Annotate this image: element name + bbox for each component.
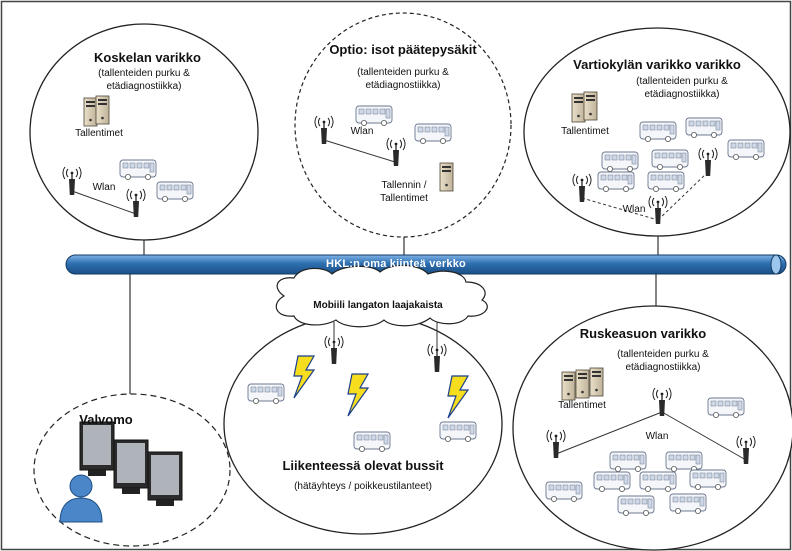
traffic-bus-3 — [439, 421, 477, 443]
vartiokyla-bus-6 — [597, 171, 635, 193]
ruskeasuo-bus-5 — [639, 471, 677, 493]
ruskeasuo-wlan-links — [555, 411, 747, 461]
koskela-wlan-label: Wlan — [92, 182, 116, 193]
vartiokyla-bus-2 — [685, 117, 723, 139]
optio-wlan-label: Wlan — [350, 126, 374, 137]
koskela-sub-1: (tallenteiden purku & — [98, 68, 190, 79]
ruskeasuo-bus-6 — [689, 469, 727, 491]
optio-bus-1 — [355, 105, 393, 127]
vartiokyla-wlan-label: Wlan — [622, 204, 646, 215]
buses-in-traffic-sub: (hätäyhteys / poikkeustilanteet) — [294, 481, 432, 492]
optio-wlan-links — [323, 139, 396, 163]
ruskeasuo-depot-ellipse — [512, 305, 792, 551]
operator-person-icon — [59, 474, 103, 523]
vartiokyla-sub-1: (tallenteiden purku & — [636, 76, 728, 87]
traffic-bus-1 — [247, 383, 285, 405]
vartiokyla-bus-4 — [601, 151, 639, 173]
optio-ellipse — [294, 12, 512, 238]
koskela-bus-1 — [119, 159, 157, 181]
ruskeasuo-bus-2 — [609, 451, 647, 473]
vartiokyla-bus-5 — [651, 149, 689, 171]
control-room-monitors — [79, 421, 183, 506]
ruskeasuo-bus-4 — [593, 471, 631, 493]
valvomo-title: Valvomo — [79, 412, 133, 427]
ruskeasuo-sub-2: etädiagnostiikka) — [625, 362, 701, 373]
koskela-bus-2 — [156, 181, 194, 203]
ruskeasuo-sub-1: (tallenteiden purku & — [617, 349, 709, 360]
ruskeasuo-recorders-label: Tallentimet — [558, 400, 606, 411]
vartiokyla-title: Vartiokylän varikko varikko — [573, 57, 741, 72]
optio-sub-2: etädiagnostiikka) — [365, 80, 441, 91]
traffic-bus-2 — [353, 431, 391, 453]
ruskeasuo-recorders — [561, 367, 604, 401]
koskela-wlan-links — [71, 190, 137, 215]
cloud-label: Mobiili langaton laajakaista — [313, 300, 443, 311]
mobile-broadband-cloud — [275, 264, 488, 328]
koskela-recorders — [83, 95, 110, 127]
buses-in-traffic-title: Liikenteessä olevat bussit — [282, 458, 444, 473]
koskela-recorders-label: Tallentimet — [75, 128, 123, 139]
ruskeasuo-bus-1 — [707, 397, 745, 419]
vartiokyla-wlan-links — [581, 171, 709, 221]
ruskeasuo-bus-7 — [545, 481, 583, 503]
vartiokyla-recorders — [571, 91, 598, 123]
koskela-sub-2: etädiagnostiikka) — [106, 81, 182, 92]
cloud-links — [333, 322, 438, 350]
optio-title: Optio: isot päätepysäkit — [329, 42, 477, 57]
vartiokyla-recorders-label: Tallentimet — [561, 126, 609, 137]
backbone-label: HKL:n oma kiinteä verkko — [326, 258, 466, 270]
vartiokyla-sub-2: etädiagnostiikka) — [644, 89, 720, 100]
ruskeasuo-bus-8 — [617, 495, 655, 517]
optio-recorder-label-1: Tallennin / — [381, 180, 427, 191]
koskela-title: Koskelan varikko — [94, 50, 201, 65]
optio-recorder-label-2: Tallentimet — [380, 193, 428, 204]
vartiokyla-bus-1 — [639, 121, 677, 143]
ruskeasuo-wlan-label: Wlan — [645, 431, 669, 442]
optio-sub-1: (tallenteiden purku & — [357, 67, 449, 78]
ruskeasuo-bus-9 — [669, 493, 707, 515]
ruskeasuo-title: Ruskeasuon varikko — [579, 326, 707, 341]
ruskeasuo-bus-3 — [665, 451, 703, 473]
optio-bus-2 — [414, 123, 452, 145]
vartiokyla-bus-7 — [647, 171, 685, 193]
vartiokyla-bus-3 — [727, 139, 765, 161]
koskela-depot-ellipse — [29, 23, 259, 241]
